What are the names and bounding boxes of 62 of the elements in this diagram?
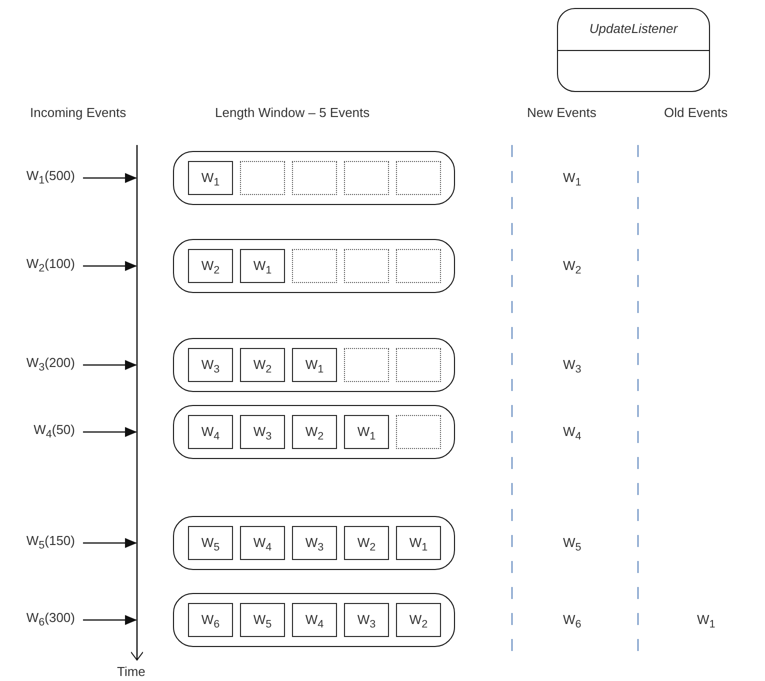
empty-slot bbox=[344, 249, 389, 283]
column-heading: Old Events bbox=[664, 105, 728, 121]
event-name: W$_{5}$ bbox=[563, 535, 582, 556]
window-box bbox=[173, 516, 455, 570]
event-slot: W$_{4}$ bbox=[188, 415, 233, 449]
empty-slot bbox=[344, 348, 389, 382]
column-heading: New Events bbox=[527, 105, 596, 121]
event-slot: W$_{1}$ bbox=[188, 161, 233, 195]
event-slot: W$_{2}$ bbox=[396, 603, 441, 637]
empty-slot bbox=[396, 161, 441, 195]
event-name: W$_{6}$ bbox=[563, 612, 582, 633]
column-heading: Incoming Events bbox=[30, 105, 126, 121]
event-name: W$_{4}$ bbox=[563, 424, 582, 445]
event-slot: W$_{1}$ bbox=[292, 348, 337, 382]
empty-slot bbox=[292, 161, 337, 195]
event-slot: W$_{4}$ bbox=[240, 526, 285, 560]
arrow bbox=[83, 173, 137, 183]
event-slot: W$_{3}$ bbox=[292, 526, 337, 560]
arrow bbox=[83, 261, 137, 271]
event-name: W$_{2}$ bbox=[563, 258, 582, 279]
event-name: W$_{1}$ bbox=[563, 170, 582, 191]
arrow bbox=[83, 427, 137, 437]
event-label: W$_{1}$(500) bbox=[8, 168, 75, 189]
event-slot: W$_{5}$ bbox=[188, 526, 233, 560]
event-name: W$_{3}$ bbox=[563, 357, 582, 378]
window-box bbox=[173, 239, 455, 293]
event-name: W$_{1}$ bbox=[697, 612, 716, 633]
empty-slot bbox=[292, 249, 337, 283]
event-label: W$_{2}$(100) bbox=[8, 256, 75, 277]
event-slot: W$_{2}$ bbox=[188, 249, 233, 283]
event-slot: W$_{1}$ bbox=[396, 526, 441, 560]
empty-slot bbox=[396, 415, 441, 449]
window-box bbox=[173, 405, 455, 459]
event-label: W$_{4}$(50) bbox=[8, 422, 75, 443]
event-slot: W$_{6}$ bbox=[188, 603, 233, 637]
empty-slot bbox=[396, 249, 441, 283]
event-slot: W$_{2}$ bbox=[344, 526, 389, 560]
event-slot: W$_{5}$ bbox=[240, 603, 285, 637]
event-label: W$_{5}$(150) bbox=[8, 533, 75, 554]
event-slot: W$_{3}$ bbox=[344, 603, 389, 637]
empty-slot bbox=[344, 161, 389, 195]
event-slot: W$_{2}$ bbox=[240, 348, 285, 382]
event-slot: W$_{3}$ bbox=[188, 348, 233, 382]
event-slot: W$_{3}$ bbox=[240, 415, 285, 449]
window-box bbox=[173, 151, 455, 205]
axis-label: Time bbox=[117, 664, 146, 680]
event-slot: W$_{4}$ bbox=[292, 603, 337, 637]
class-box bbox=[557, 8, 710, 92]
arrow bbox=[83, 538, 137, 548]
event-slot: W$_{1}$ bbox=[344, 415, 389, 449]
empty-slot bbox=[396, 348, 441, 382]
event-slot: W$_{2}$ bbox=[292, 415, 337, 449]
event-label: W$_{3}$(200) bbox=[8, 355, 75, 376]
arrow bbox=[83, 615, 137, 625]
empty-slot bbox=[240, 161, 285, 195]
event-slot: W$_{1}$ bbox=[240, 249, 285, 283]
class-name: UpdateListener bbox=[588, 21, 679, 37]
event-label: W$_{6}$(300) bbox=[8, 610, 75, 631]
window-box bbox=[173, 338, 455, 392]
window-box bbox=[173, 593, 455, 647]
column-heading: Length Window – 5 Events bbox=[215, 105, 370, 121]
arrow bbox=[83, 360, 137, 370]
